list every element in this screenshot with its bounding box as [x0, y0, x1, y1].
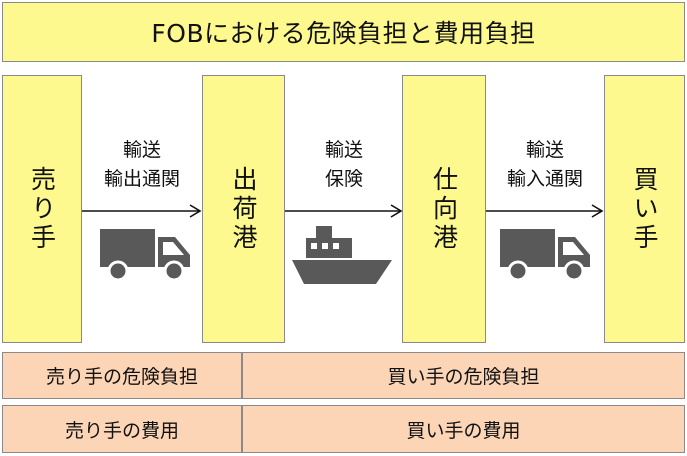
stage-1-arrow: [82, 204, 202, 218]
stage-1-line2: 輸出通関: [103, 168, 180, 190]
seller-box: 売り手: [2, 75, 82, 343]
diagram-title-box: FOBにおける危険負担と費用負担: [2, 2, 685, 62]
truck-icon: [500, 229, 590, 281]
stage-3-line1: 輸送: [525, 139, 564, 161]
stage-3-label: 輸送 輸入通関: [487, 136, 603, 194]
seller-risk-cell: 売り手の危険負担: [2, 352, 242, 399]
stage-3-line2: 輸入通関: [506, 168, 583, 190]
arrival-port-label: 仕向港: [429, 165, 459, 253]
arrival-port-box: 仕向港: [402, 75, 486, 343]
seller-risk-text: 売り手の危険負担: [45, 366, 198, 388]
stage-3-arrow: [486, 204, 604, 218]
buyer-risk-text: 買い手の危険負担: [387, 366, 540, 388]
stage-1-line1: 輸送: [122, 139, 161, 161]
stage-2-label: 輸送 保険: [286, 136, 402, 194]
ship-icon: [292, 226, 392, 284]
seller-cost-text: 売り手の費用: [64, 419, 179, 442]
buyer-cost-cell: 買い手の費用: [242, 405, 685, 453]
departure-port-box: 出荷港: [202, 75, 285, 343]
departure-port-label: 出荷港: [229, 165, 258, 253]
buyer-cost-text: 買い手の費用: [406, 419, 521, 442]
seller-cost-cell: 売り手の費用: [2, 405, 242, 453]
truck-icon: [100, 229, 190, 281]
stage-2-line2: 保険: [324, 168, 363, 190]
seller-label: 売り手: [27, 165, 57, 253]
diagram-title: FOBにおける危険負担と費用負担: [151, 19, 536, 48]
stage-1-label: 輸送 輸出通関: [84, 136, 200, 194]
buyer-box: 買い手: [604, 75, 685, 343]
stage-2-line1: 輸送: [324, 139, 363, 161]
buyer-label: 買い手: [630, 165, 659, 253]
stage-2-arrow: [285, 204, 403, 218]
buyer-risk-cell: 買い手の危険負担: [242, 352, 685, 399]
